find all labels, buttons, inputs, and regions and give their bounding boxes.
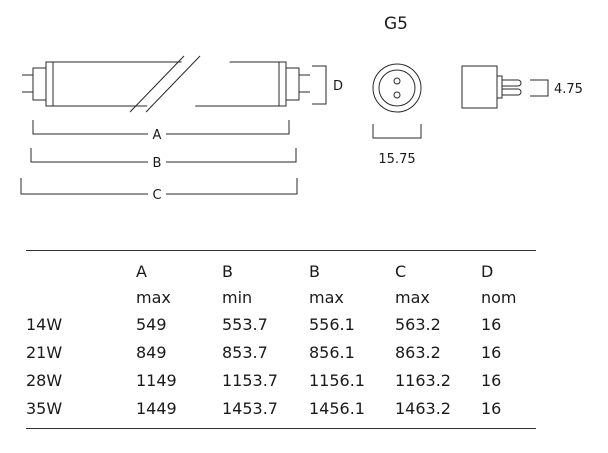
base-type-title: G5 xyxy=(384,14,408,34)
table-cell: 853.7 xyxy=(222,342,268,362)
table-cell: 21W xyxy=(26,342,63,362)
table-cell: 14W xyxy=(26,314,63,334)
table-body: 14W 549 553.7 556.1 563.2 16 21W 849 853… xyxy=(26,310,536,429)
base-pin-top xyxy=(393,77,401,85)
break-gap xyxy=(144,58,233,110)
a-dimension-line xyxy=(32,120,290,135)
dimension-table-wrapper: A B B C D max min max max nom 14W 549 55… xyxy=(26,250,536,429)
table-cell: 1449 xyxy=(136,394,222,429)
table-row: 14W 549 553.7 556.1 563.2 16 xyxy=(26,310,536,338)
c-label: C xyxy=(152,188,161,203)
table-cell: 16 xyxy=(481,394,536,429)
table-cell: 1149 xyxy=(136,370,177,390)
b-label: B xyxy=(153,156,162,171)
table-cell: 1156.1 xyxy=(309,370,365,390)
left-end-cap xyxy=(32,67,47,101)
table-cell: 1163.2 xyxy=(395,370,451,390)
table-cell: 549 xyxy=(136,314,167,334)
table-cell: 849 xyxy=(136,342,167,362)
header-cell xyxy=(26,284,136,310)
pin-spacing-label: 4.75 xyxy=(554,82,583,97)
table-cell: 1453.7 xyxy=(222,394,309,429)
table-cell: 16 xyxy=(481,342,502,362)
table-cell: 16 xyxy=(481,314,502,334)
table-cell: 563.2 xyxy=(395,314,441,334)
base-side-pin-bottom xyxy=(502,88,522,96)
table-cell: 1153.7 xyxy=(222,370,278,390)
break-line-right xyxy=(145,55,201,113)
table-cell: 28W xyxy=(26,370,63,390)
base-side-body xyxy=(461,65,498,109)
table-row: 35W 1449 1453.7 1456.1 1463.2 16 xyxy=(26,394,536,429)
header-cell xyxy=(26,250,136,284)
header-cell: A xyxy=(136,250,222,284)
base-side-pin-top xyxy=(502,79,522,87)
header-row-letters: A B B C D xyxy=(26,250,536,284)
header-cell: B xyxy=(222,250,309,284)
header-cell: nom xyxy=(481,287,517,307)
base-pin-bottom xyxy=(393,91,401,99)
table-cell: 1463.2 xyxy=(395,394,481,429)
table-cell: 1456.1 xyxy=(309,394,395,429)
lamp-dimension-diagram: D A B C G5 15.75 4.75 xyxy=(20,14,583,203)
table-cell: 16 xyxy=(481,370,502,390)
base-side-shoulder xyxy=(496,75,503,99)
b-dimension-line xyxy=(30,148,297,163)
header-cell: min xyxy=(222,287,253,307)
header-cell: max xyxy=(136,287,171,307)
d-dimension-bracket xyxy=(312,65,327,105)
base-inner-circle xyxy=(378,69,416,107)
header-cell: D xyxy=(481,250,536,284)
table-cell: 553.7 xyxy=(222,314,268,334)
table-cell: 556.1 xyxy=(309,314,355,334)
break-line-left xyxy=(129,55,185,113)
header-cell: C xyxy=(395,250,481,284)
base-outer-circle xyxy=(372,63,422,113)
table-row: 28W 1149 1153.7 1156.1 1163.2 16 xyxy=(26,366,536,394)
table-header: A B B C D max min max max nom xyxy=(26,250,536,311)
table-cell: 856.1 xyxy=(309,342,355,362)
dimension-table: A B B C D max min max max nom 14W 549 55… xyxy=(26,250,536,429)
pin-diameter-bracket xyxy=(372,124,422,139)
table-cell: 35W xyxy=(26,394,136,429)
header-cell: max xyxy=(395,287,430,307)
base-side-view xyxy=(461,65,522,109)
right-end-cap xyxy=(285,67,300,101)
pin-diameter-label: 15.75 xyxy=(378,152,415,167)
header-cell: max xyxy=(309,287,344,307)
d-label: D xyxy=(333,79,343,94)
header-cell: B xyxy=(309,250,395,284)
base-end-view xyxy=(372,63,422,113)
pin-spacing-bracket xyxy=(530,79,549,97)
a-label: A xyxy=(153,128,162,143)
table-row: 21W 849 853.7 856.1 863.2 16 xyxy=(26,338,536,366)
table-cell: 863.2 xyxy=(395,342,441,362)
header-row-qualifiers: max min max max nom xyxy=(26,284,536,310)
c-dimension-line xyxy=(20,178,298,195)
